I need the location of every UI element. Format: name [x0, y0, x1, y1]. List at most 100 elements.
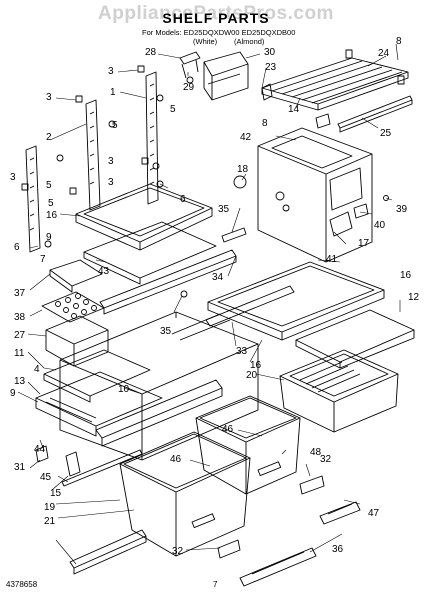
callout-37: 37: [14, 288, 26, 299]
callout-39: 39: [396, 204, 408, 215]
part-39-screw: [383, 195, 389, 201]
callout-34: 34: [212, 272, 224, 283]
callout-8-b: 8: [262, 118, 268, 129]
callout-16: 16: [46, 210, 58, 221]
part-10-long-rail: [95, 379, 223, 447]
callout-43: 43: [98, 266, 110, 277]
callout-29: 29: [183, 82, 195, 93]
part-2-rail-mid: [85, 99, 101, 211]
callout-10: 10: [118, 384, 130, 395]
part-9-frame: [35, 371, 163, 437]
callout-3-e: 3: [108, 177, 114, 188]
callout-40: 40: [374, 220, 386, 231]
callout-16-b: 16: [400, 270, 412, 281]
callout-3: 3: [108, 66, 114, 77]
part-5-screws: [44, 94, 164, 248]
part-19-crisper-drawer: [119, 431, 251, 557]
document-number: 4378658: [6, 580, 38, 589]
callout-36: 36: [332, 544, 344, 555]
part-7-shelf-frame: [83, 221, 217, 285]
part-45-clip: [65, 451, 81, 477]
watermark: AppliancePartsPros.com: [98, 3, 334, 24]
part-27-bin: [45, 315, 109, 367]
part-24-wire-shelf: [261, 57, 409, 111]
part-35-screw: [180, 290, 188, 298]
callout-46-b: 46: [170, 454, 182, 465]
color-label-white: (White): [193, 37, 218, 46]
callout-3-b: 3: [46, 92, 52, 103]
part-36-trim: [239, 547, 317, 587]
leader-lines: [17, 43, 401, 565]
part-12-shelf-frame: [295, 309, 415, 369]
callout-38: 38: [14, 312, 26, 323]
part-47-trim: [319, 501, 361, 525]
callout-1: 1: [110, 87, 116, 98]
callout-35: 35: [218, 204, 230, 215]
callout-14: 14: [288, 104, 300, 115]
part-16-glass-shelf-right: [207, 261, 385, 341]
part-32-trim-lower: [217, 539, 241, 559]
callout-13: 9: [46, 232, 52, 243]
callout-20: 20: [246, 370, 258, 381]
part-3-clips: [21, 65, 149, 195]
callout-18: 18: [237, 164, 249, 175]
callout-16-c: 16: [250, 360, 262, 371]
callout-42: 42: [240, 132, 252, 143]
part-21-rail: [69, 529, 147, 575]
callout-30: 30: [264, 47, 276, 58]
callout-5-c: 5: [46, 180, 52, 191]
callout-46: 46: [222, 424, 234, 435]
callout-25: 25: [380, 128, 392, 139]
callout-5-b: 5: [112, 120, 118, 131]
callout-44: 44: [34, 444, 46, 455]
part-37-cover: [49, 259, 103, 293]
callout-17: 17: [358, 238, 370, 249]
part-1-rail-front: [145, 71, 159, 205]
part-8-cap: [397, 75, 405, 85]
part-25-trim: [337, 95, 413, 133]
callout-45: 45: [40, 472, 52, 483]
callout-28: 28: [145, 47, 157, 58]
callout-47: 47: [368, 508, 380, 519]
callout-35-b: 35: [160, 326, 172, 337]
part-48-crisper-drawer: [195, 395, 301, 495]
part-23-14-bracket: [261, 83, 331, 129]
page-number: 7: [213, 580, 218, 589]
callout-27: 27: [14, 330, 26, 341]
callout-6: 6: [180, 194, 186, 205]
callout-8: 8: [396, 36, 402, 47]
part-32-trim: [299, 475, 325, 495]
callout-48: 48: [310, 447, 322, 458]
callout-13-b: 13: [14, 376, 26, 387]
callout-12: 12: [408, 292, 420, 303]
callout-15: 15: [50, 488, 62, 499]
callout-21: 21: [44, 516, 56, 527]
callout-5: 5: [170, 104, 176, 115]
color-label-almond: (Almond): [234, 37, 265, 46]
callout-6-b: 6: [14, 242, 20, 253]
callout-5-d: 5: [48, 198, 54, 209]
callout-3-c: 3: [108, 156, 114, 167]
part-8-cap: [345, 49, 353, 59]
callout-7: 7: [40, 254, 46, 265]
part-11-cover: [43, 349, 151, 403]
part-40-bracket: [329, 203, 369, 237]
callout-31: 31: [14, 462, 26, 473]
callout-41: 41: [326, 254, 338, 265]
callout-33: 33: [236, 346, 248, 357]
part-38-egg-tray: [41, 291, 105, 323]
callout-4: 4: [34, 364, 40, 375]
callout-2: 2: [46, 132, 52, 143]
part-28-bracket: [179, 51, 201, 84]
part-33-rail: [205, 285, 295, 327]
part-18-knob: [233, 175, 247, 189]
callout-24: 24: [378, 48, 390, 59]
part-35-clip: [221, 227, 247, 243]
callout-19: 19: [44, 502, 56, 513]
page-title: SHELF PARTS: [162, 10, 270, 26]
part-42-control-housing: [257, 127, 373, 263]
callout-9: 9: [10, 388, 16, 399]
callout-23: 23: [265, 62, 277, 73]
callout-32-b: 32: [172, 546, 184, 557]
